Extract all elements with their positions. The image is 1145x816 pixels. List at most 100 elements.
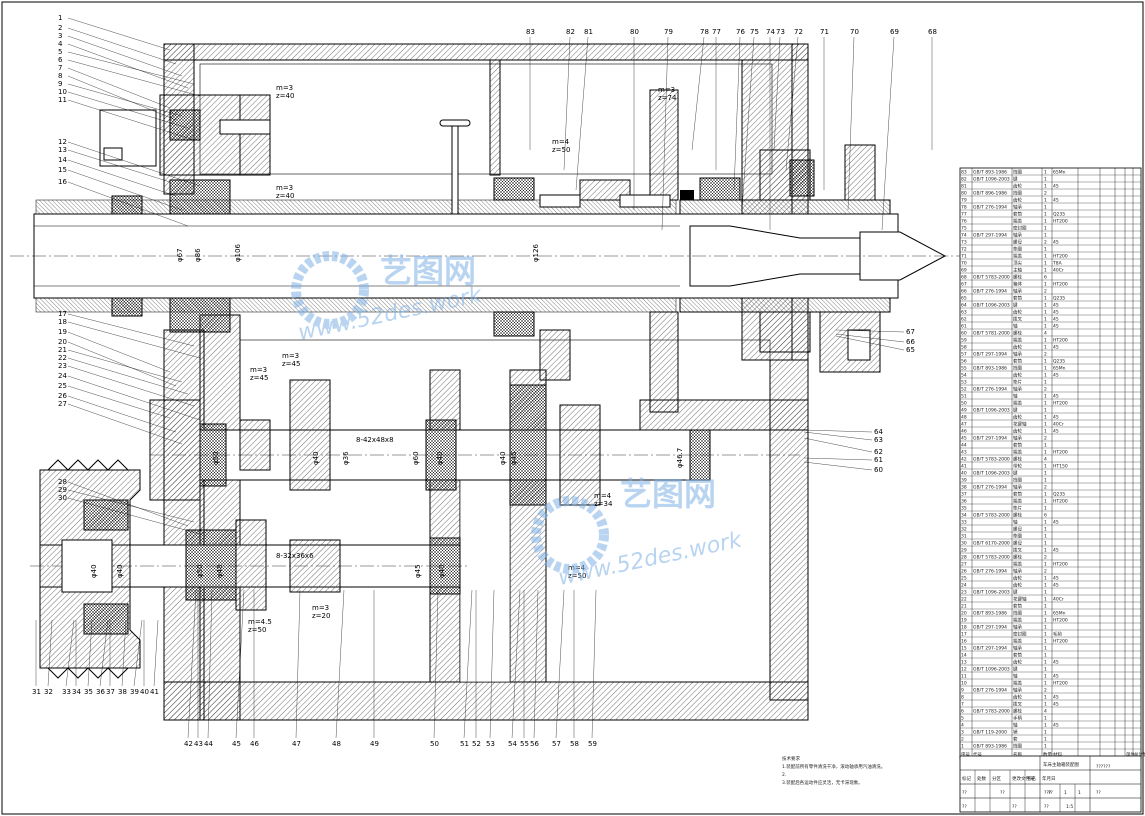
gear-ann-1-m: m=3 — [276, 84, 293, 92]
part-label: 70 — [850, 28, 859, 36]
bom-cell: 1 — [1044, 582, 1047, 588]
bom-cell: 1 — [1044, 225, 1047, 231]
dim-9: φ40 — [436, 451, 444, 465]
dimension-labels: φ67 φ86 φ106 φ126 φ50 φ40 φ36 φ60 φ40 φ4… — [90, 243, 684, 578]
bom-cell: 1 — [1044, 673, 1047, 679]
part-label: 4 — [58, 40, 63, 48]
tb-cell-11: 1:5 — [1066, 804, 1073, 810]
tb-cell-9: 1 — [1064, 790, 1067, 796]
bom-cell: 2 — [1044, 386, 1047, 392]
bom-cell: 18 — [961, 624, 967, 630]
bom-cell: 1 — [1044, 652, 1047, 658]
bom-cell: 齿轮 — [1013, 308, 1022, 315]
tb-cell-3: ?? — [1000, 790, 1005, 796]
bom-cell: 45 — [961, 435, 967, 441]
bom-cell: 82 — [961, 176, 967, 182]
part-label: 72 — [794, 28, 803, 36]
bom-cell: GB/T 297-1994 — [973, 624, 1007, 630]
bom-cell: 1 — [1044, 624, 1047, 630]
gear-ann-7-z: z=34 — [594, 500, 613, 508]
bom-cell: 10 — [961, 680, 967, 686]
gear-ann-4-z: z=74 — [658, 94, 677, 102]
bom-cell: 13 — [961, 659, 967, 665]
bom-cell: 40 — [961, 470, 967, 476]
bom-cell: 45 — [1053, 673, 1059, 679]
bom-cell: 1 — [1044, 680, 1047, 686]
bom-cell: 40Cr — [1053, 267, 1064, 273]
dim-11: φ40 — [499, 451, 507, 465]
bom-cell: 57 — [961, 351, 967, 357]
part-label: 36 — [96, 688, 105, 696]
bom-cell: GB/T 276-1994 — [973, 568, 1007, 574]
part-label: 40 — [140, 688, 149, 696]
part-label: 65 — [906, 346, 915, 354]
bom-cell: 1 — [1044, 260, 1047, 266]
bom-cell: 63 — [961, 309, 967, 315]
bom-cell: 17 — [961, 631, 967, 637]
bom-header-cell: 序号 — [961, 751, 970, 758]
bom-cell: 1 — [1044, 344, 1047, 350]
bom-cell: 1 — [1044, 204, 1047, 210]
dim-10: φ45 — [510, 451, 518, 465]
bom-cell: 2 — [1044, 288, 1047, 294]
bom-cell: 67 — [961, 281, 967, 287]
bom-cell: 71 — [961, 253, 967, 259]
bom-cell: 1 — [1044, 358, 1047, 364]
bom-cell: 1 — [1044, 197, 1047, 203]
bom-cell: 轴承 — [1013, 483, 1022, 490]
bom-cell: HT200 — [1053, 561, 1068, 567]
bom-cell: 45 — [1053, 393, 1059, 399]
gear-ann-3-z: z=50 — [552, 146, 570, 154]
note-2: 2. — [782, 772, 786, 778]
bom-cell: 45 — [1053, 701, 1059, 707]
bom-cell: 1 — [1044, 407, 1047, 413]
part-label: 49 — [370, 740, 379, 748]
bom-cell: 45 — [1053, 372, 1059, 378]
part-label: 38 — [118, 688, 127, 696]
bom-cell: 45 — [1053, 302, 1059, 308]
bom-cell: 45 — [1053, 659, 1059, 665]
part-label: 47 — [292, 740, 301, 748]
bom-cell: Q235 — [1053, 211, 1065, 217]
bom-cell: GB/T 893-1986 — [973, 743, 1007, 749]
bom-cell: 1 — [1044, 589, 1047, 595]
gear-ann-10-m: m=3 — [312, 604, 329, 612]
bom-cell: GB/T 276-1994 — [973, 484, 1007, 490]
bom-cell: 1 — [1044, 295, 1047, 301]
bom-cell: 2 — [1044, 435, 1047, 441]
bom-cell: 1 — [1044, 218, 1047, 224]
bom-cell: 挡圈 — [1013, 742, 1022, 749]
bom-cell: Q235 — [1053, 358, 1065, 364]
bom-cell: 毛毡 — [1053, 630, 1062, 637]
bom-cell: 2 — [1044, 687, 1047, 693]
bom-cell: 1 — [1044, 743, 1047, 749]
bom-cell: GB/T 297-1994 — [973, 645, 1007, 651]
part-label: 26 — [58, 392, 67, 400]
bom-cell: T8A — [1052, 260, 1063, 266]
bom-cell: 8 — [961, 694, 964, 700]
bom-cell: 1 — [1044, 603, 1047, 609]
bom-cell: GB/T 5783-2000 — [973, 554, 1010, 560]
bom-cell: 齿轮 — [1013, 182, 1022, 189]
bom-cell: 1 — [1044, 526, 1047, 532]
bom-cell: 拨叉 — [1013, 315, 1022, 322]
bom-cell: 1 — [1044, 442, 1047, 448]
part-label: 22 — [58, 354, 67, 362]
bom-cell: 1 — [1044, 463, 1047, 469]
bom-cell: GB/T 893-1986 — [973, 365, 1007, 371]
bom-cell: GB/T 1096-2003 — [973, 470, 1010, 476]
dim-17: φ40 — [438, 564, 446, 578]
part-label: 50 — [430, 740, 439, 748]
bom-cell: 38 — [961, 484, 967, 490]
note-3: 3.装配后各运动件应灵活，无卡滞现象。 — [782, 779, 863, 786]
bom-cell: 40Cr — [1053, 596, 1064, 602]
bom-cell: 19 — [961, 617, 967, 623]
bom-cell: GB/T 5781-2000 — [973, 330, 1010, 336]
bom-cell: 螺母 — [1013, 238, 1022, 245]
bom-cell: 垫圈 — [1013, 532, 1022, 539]
bom-cell: 套筒 — [1013, 210, 1022, 217]
